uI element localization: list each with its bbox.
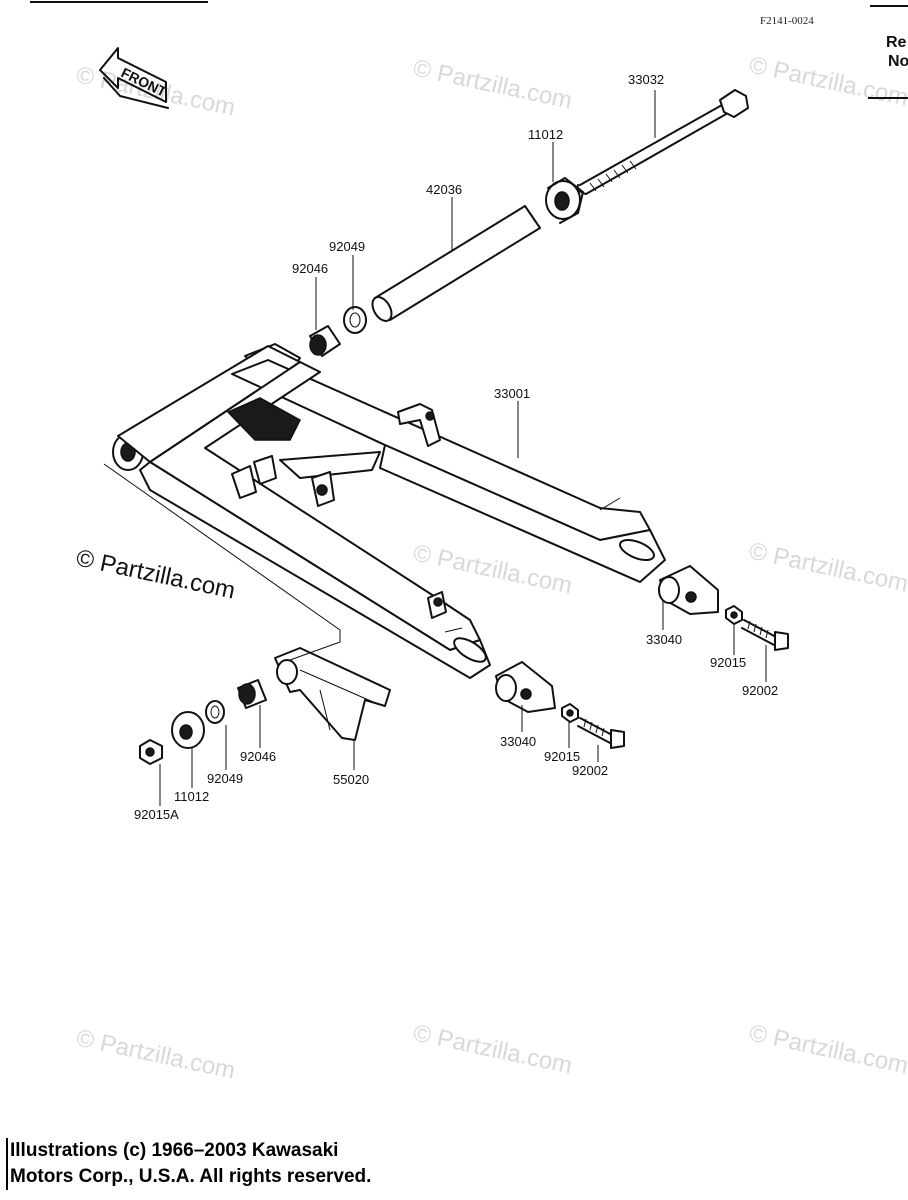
callout-33001: 33001	[494, 386, 530, 401]
callout-11012: 11012	[528, 127, 563, 142]
watermark: © Partzilla.com	[411, 1019, 575, 1079]
nut-right	[725, 605, 743, 625]
collar-bottom	[205, 700, 225, 724]
pivot-bolt	[576, 89, 749, 195]
callout-42036: 42036	[426, 182, 462, 197]
nut-left	[561, 703, 579, 723]
chain-guard	[274, 647, 391, 741]
bolt-right	[741, 619, 789, 651]
collar-top	[343, 306, 367, 334]
chain-adjuster-left	[495, 661, 556, 713]
callout-92046: 92046	[240, 749, 276, 764]
callout-11012: 11012	[174, 789, 209, 804]
bolt-left	[577, 717, 625, 749]
callout-33040: 33040	[646, 632, 682, 647]
swing-arm	[112, 343, 666, 679]
watermark: © Partzilla.com	[411, 54, 575, 114]
callout-33040: 33040	[500, 734, 536, 749]
side-text-line: Re	[886, 34, 907, 51]
needle-bearing-bottom	[237, 679, 267, 709]
callout-92049: 92049	[329, 239, 365, 254]
nut-bottom	[139, 739, 163, 765]
copyright-line: Motors Corp., U.S.A. All rights reserved…	[10, 1166, 372, 1187]
watermark: © Partzilla.com	[411, 539, 575, 599]
bearing-top	[545, 177, 584, 224]
needle-bearing-top	[309, 325, 341, 357]
callout-92046: 92046	[292, 261, 328, 276]
watermark: © Partzilla.com	[747, 537, 908, 597]
figure-code: F2141-0024	[760, 15, 814, 27]
callout-92002: 92002	[742, 683, 778, 698]
chain-adjuster-right	[658, 565, 719, 615]
copyright-notice: Illustrations (c) 1966–2003 Kawasaki Mot…	[6, 1138, 371, 1190]
copyright-line: Illustrations (c) 1966–2003 Kawasaki	[10, 1140, 339, 1161]
sleeve	[371, 205, 541, 322]
callout-55020: 55020	[333, 772, 369, 787]
callout-92015: 92015	[544, 749, 580, 764]
watermark: © Partzilla.com	[747, 51, 908, 111]
callout-33032: 33032	[628, 72, 664, 87]
callout-92002: 92002	[572, 763, 608, 778]
callout-92015: 92015	[710, 655, 746, 670]
leader-lines	[159, 90, 767, 806]
watermark: © Partzilla.com	[74, 1024, 238, 1084]
side-text-line: No	[888, 53, 908, 70]
bearing-bottom	[171, 711, 205, 749]
callout-92015A: 92015A	[134, 807, 179, 822]
callout-92049: 92049	[207, 771, 243, 786]
watermark: © Partzilla.com	[747, 1019, 908, 1079]
watermark-dark: © Partzilla.com	[74, 544, 238, 604]
alignment-line	[103, 463, 341, 661]
